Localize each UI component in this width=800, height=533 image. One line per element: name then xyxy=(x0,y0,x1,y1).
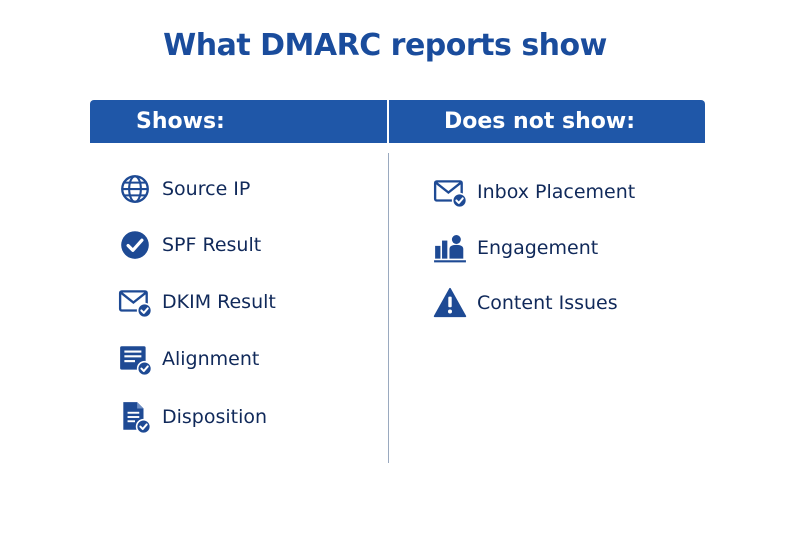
list-item-label: Disposition xyxy=(162,406,268,428)
list-item-label: Content Issues xyxy=(477,292,618,314)
list-item-label: DKIM Result xyxy=(162,291,276,313)
document-lines-check-icon xyxy=(118,342,152,376)
bar-chart-person-icon xyxy=(433,231,467,265)
shows-header: Shows: xyxy=(136,109,225,134)
envelope-check-icon xyxy=(118,285,152,319)
list-item-content-issues: Content Issues xyxy=(433,286,618,320)
warning-triangle-icon xyxy=(433,286,467,320)
list-item-alignment: Alignment xyxy=(118,342,259,376)
check-circle-icon xyxy=(118,228,152,262)
list-item-label: Engagement xyxy=(477,237,599,259)
list-item-dkim-result: DKIM Result xyxy=(118,285,276,319)
list-item-engagement: Engagement xyxy=(433,231,598,265)
list-item-label: Source IP xyxy=(162,178,251,200)
envelope-check-icon xyxy=(433,175,467,209)
page-title: What DMARC reports show xyxy=(163,28,607,63)
header-divider xyxy=(387,100,389,143)
column-divider xyxy=(388,153,389,463)
list-item-label: Alignment xyxy=(162,348,260,370)
document-check-icon xyxy=(118,400,152,434)
list-item-spf-result: SPF Result xyxy=(118,228,261,262)
list-item-label: SPF Result xyxy=(162,234,262,256)
list-item-label: Inbox Placement xyxy=(477,181,636,203)
list-item-disposition: Disposition xyxy=(118,400,267,434)
list-item-inbox-placement: Inbox Placement xyxy=(433,175,635,209)
globe-icon xyxy=(118,172,152,206)
does-not-show-header: Does not show: xyxy=(444,109,635,134)
header-bar: Shows: Does not show: xyxy=(90,100,705,143)
list-item-source-ip: Source IP xyxy=(118,172,250,206)
